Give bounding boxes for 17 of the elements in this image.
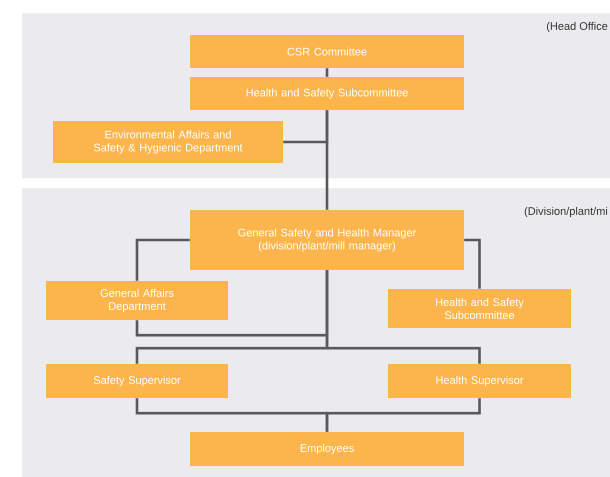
org-box: Environmental Affairs and Safety & Hygienic Department bbox=[53, 121, 283, 163]
band-label: (Division/plant/mi bbox=[524, 206, 608, 218]
org-box: CSR Committee bbox=[190, 35, 464, 68]
connector-line bbox=[326, 270, 481, 364]
connector-line bbox=[326, 110, 328, 210]
connector-line bbox=[326, 68, 328, 77]
org-box: General Affairs Department bbox=[46, 281, 228, 320]
org-box: Employees bbox=[190, 432, 464, 466]
org-box: Health and Safety Subcommittee bbox=[190, 77, 464, 110]
org-box: Safety Supervisor bbox=[46, 364, 228, 398]
connector-line bbox=[464, 238, 481, 289]
org-box: Health and Safety Subcommittee bbox=[388, 289, 571, 328]
connector-line bbox=[326, 398, 481, 432]
connector-line bbox=[136, 238, 190, 281]
org-box: General Safety and Health Manager (division/plant/mill manager) bbox=[190, 210, 464, 270]
org-box: Health Supervisor bbox=[388, 364, 571, 398]
band-label: (Head Office bbox=[546, 22, 608, 32]
